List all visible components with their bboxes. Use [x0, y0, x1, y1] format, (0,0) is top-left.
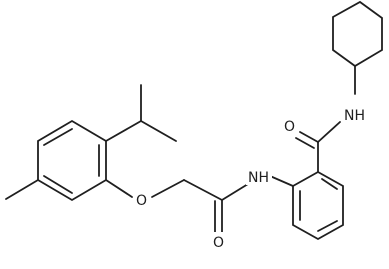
double-bond-co-bottom — [214, 199, 223, 233]
atom-nh-mid: NH — [246, 167, 272, 186]
atom-label-o-bottom: O — [213, 235, 224, 251]
bond-ring-nh-mid — [269, 175, 294, 187]
bond-carbonyl-ch2 — [183, 179, 223, 201]
bond-methyl — [5, 179, 39, 200]
atom-label-nh-top: NH — [344, 108, 365, 124]
atom-o-top: O — [281, 116, 297, 135]
aryl-ring — [37, 119, 107, 202]
bond-ether-aryl — [105, 179, 133, 198]
atom-label-o-ether: O — [136, 193, 147, 209]
bond-nh-carbonyl-top — [317, 121, 341, 143]
double-bond-co-top — [295, 131, 319, 149]
isopropyl-group — [105, 84, 177, 142]
benzamide-ring — [292, 170, 344, 241]
atom-nh-top: NH — [342, 105, 368, 124]
atom-o-bottom: O — [210, 232, 226, 251]
atom-o-ether: O — [133, 190, 149, 209]
cyclohexane-ring — [332, 0, 383, 68]
bond-nh-carbonyl-bottom — [221, 183, 249, 201]
bond-ch2-ether — [151, 179, 185, 198]
atom-label-nh-mid: NH — [248, 170, 269, 186]
atom-label-o-top: O — [284, 119, 295, 135]
